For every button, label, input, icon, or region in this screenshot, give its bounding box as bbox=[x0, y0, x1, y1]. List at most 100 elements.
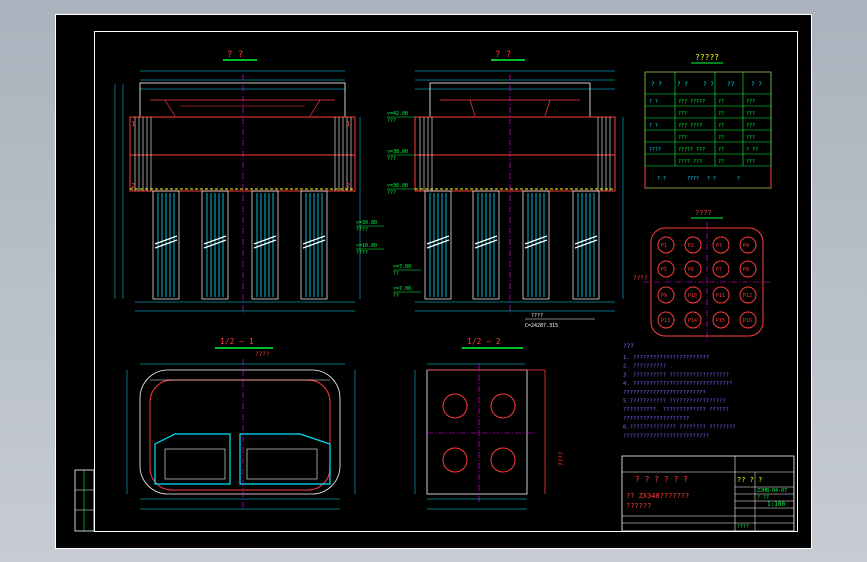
plan-pile: P8 bbox=[739, 260, 757, 278]
side-note-1: ???? bbox=[531, 313, 543, 319]
svg-text:1: 1 bbox=[346, 120, 350, 128]
table-cell: ? ?? bbox=[746, 147, 758, 153]
side-pile-group bbox=[424, 190, 600, 300]
elevation-label: ▽=7.00?? bbox=[393, 264, 421, 277]
section2-side-label: ???? bbox=[558, 451, 565, 466]
pile-column bbox=[201, 190, 229, 300]
pile-column bbox=[424, 190, 452, 300]
table-cell: ??? bbox=[678, 111, 687, 117]
elevation-label: ▽=30.80???? bbox=[356, 220, 384, 233]
pile-label: P15 bbox=[716, 318, 725, 324]
title-block: ? ? ? ? ? ? ?? ZX348??????? ?????? ?? ? … bbox=[621, 455, 795, 532]
half-section-2-title: 1/2 — 2 bbox=[467, 337, 501, 346]
plan-pile: P5 bbox=[657, 260, 675, 278]
plan-pile: P16 bbox=[739, 311, 757, 329]
table-title: ????? bbox=[695, 53, 719, 62]
svg-text:▽=7.00: ▽=7.00 bbox=[393, 286, 411, 292]
plan-side-label: ???? bbox=[633, 275, 648, 282]
table-footer-cell: ? ? bbox=[707, 176, 716, 182]
drawing-name-1: ?? ZX348??????? bbox=[626, 492, 689, 500]
pile-column bbox=[251, 190, 279, 300]
plan-pile: P10 bbox=[684, 286, 702, 304]
svg-text:▽=38.00: ▽=38.00 bbox=[387, 149, 408, 155]
pile-label: P6 bbox=[688, 267, 694, 273]
table-cell: ?? bbox=[718, 159, 724, 165]
side-view: ? ? bbox=[356, 50, 624, 329]
svg-text:1: 1 bbox=[131, 120, 135, 128]
note-line: 5.??????????? ????????????????? bbox=[623, 399, 726, 405]
note-line: 4. ?????????????????????????????? bbox=[623, 381, 732, 387]
plan-pile: P9 bbox=[657, 286, 675, 304]
front-pile-group bbox=[152, 190, 328, 300]
elevation-labels: ▽=42.00??? ▽=38.00???▽=36.00??? ▽=30.80???… bbox=[356, 111, 421, 299]
svg-text:??: ?? bbox=[393, 293, 399, 299]
table-footer-cell: ? bbox=[737, 176, 740, 182]
table-footer-cell: ???? bbox=[687, 176, 699, 182]
table-cell: ?? bbox=[718, 111, 724, 117]
pile-column bbox=[152, 190, 180, 300]
half-section-2: 1/2 — 2 ???? bbox=[414, 337, 565, 510]
elevation-label: ▽=36.00??? bbox=[387, 183, 415, 196]
pile-column bbox=[522, 190, 550, 300]
plan-pile: P4 bbox=[739, 236, 757, 254]
pile-label: P12 bbox=[743, 293, 752, 299]
note-line: ?????????????????????????? bbox=[623, 433, 709, 439]
plan-pile: P15 bbox=[712, 311, 730, 329]
svg-text:???: ??? bbox=[387, 190, 396, 196]
table-cell: ??? bbox=[746, 123, 755, 129]
svg-text:????: ???? bbox=[356, 227, 368, 233]
drawing-canvas[interactable]: ? ? bbox=[55, 14, 812, 549]
table-cell: ??? ???? bbox=[678, 123, 702, 129]
material-table: ????? ? ?? ?? ???? ?? ???? ?????????????… bbox=[644, 53, 772, 189]
table-header-cell: ? ? bbox=[703, 81, 714, 88]
svg-text:▽=10.80: ▽=10.80 bbox=[356, 243, 377, 249]
table-cell: ???? ??? bbox=[678, 159, 702, 165]
pile-label: P8 bbox=[743, 267, 749, 273]
notes-title: ??? bbox=[623, 343, 634, 350]
scale-label: ? ?? bbox=[757, 495, 769, 501]
note-line: 1. ??????????????????????? bbox=[623, 355, 709, 361]
table-cell: ??? bbox=[746, 159, 755, 165]
pile-label: P10 bbox=[688, 293, 697, 299]
section1-dim-label: ???? bbox=[255, 351, 270, 358]
svg-text:▽=30.80: ▽=30.80 bbox=[356, 220, 377, 226]
plan-pile: P2 bbox=[684, 236, 702, 254]
plan-pile: P3 bbox=[712, 236, 730, 254]
table-cell: ??? bbox=[746, 99, 755, 105]
pile-label: P16 bbox=[743, 318, 752, 324]
table-cell: ? ? bbox=[649, 123, 658, 129]
pile-label: P5 bbox=[661, 267, 667, 273]
cad-drawing: ? ? bbox=[55, 14, 812, 549]
svg-text:2: 2 bbox=[131, 182, 135, 190]
table-header-cell: ? ? bbox=[677, 81, 688, 88]
table-cell: ?? bbox=[718, 135, 724, 141]
table-cell: ????? ??? bbox=[678, 147, 705, 153]
scale-value: 1:100 bbox=[767, 501, 785, 508]
plan-pile: P1 bbox=[657, 236, 675, 254]
table-cell: ?? bbox=[718, 123, 724, 129]
plan-pile: P12 bbox=[739, 286, 757, 304]
left-margin-strip bbox=[74, 469, 95, 532]
table-cell: ?? bbox=[718, 99, 724, 105]
sheet-label: ???? bbox=[737, 524, 749, 530]
pile-label: P11 bbox=[716, 293, 725, 299]
pile-label: P3 bbox=[716, 243, 722, 249]
pile-column bbox=[572, 190, 600, 300]
svg-text:▽=7.00: ▽=7.00 bbox=[393, 264, 411, 270]
note-line: 6.?????????????? ???????? ???????? bbox=[623, 425, 736, 431]
table-cell: ??? bbox=[746, 111, 755, 117]
inner-frame bbox=[94, 31, 798, 532]
pile-column bbox=[472, 190, 500, 300]
note-line: ????????????????????????? bbox=[623, 390, 706, 396]
table-cell: ???? bbox=[649, 147, 661, 153]
table-cell: ??? ????? bbox=[678, 99, 705, 105]
plan-pile: P13 bbox=[657, 311, 675, 329]
svg-text:2: 2 bbox=[346, 182, 350, 190]
plan-pile: P6 bbox=[684, 260, 702, 278]
elevation-label: ▽=42.00??? bbox=[387, 111, 415, 124]
svg-text:??: ?? bbox=[393, 271, 399, 277]
plan-pile: P7 bbox=[712, 260, 730, 278]
col-label: ?? ? ? bbox=[737, 476, 762, 484]
